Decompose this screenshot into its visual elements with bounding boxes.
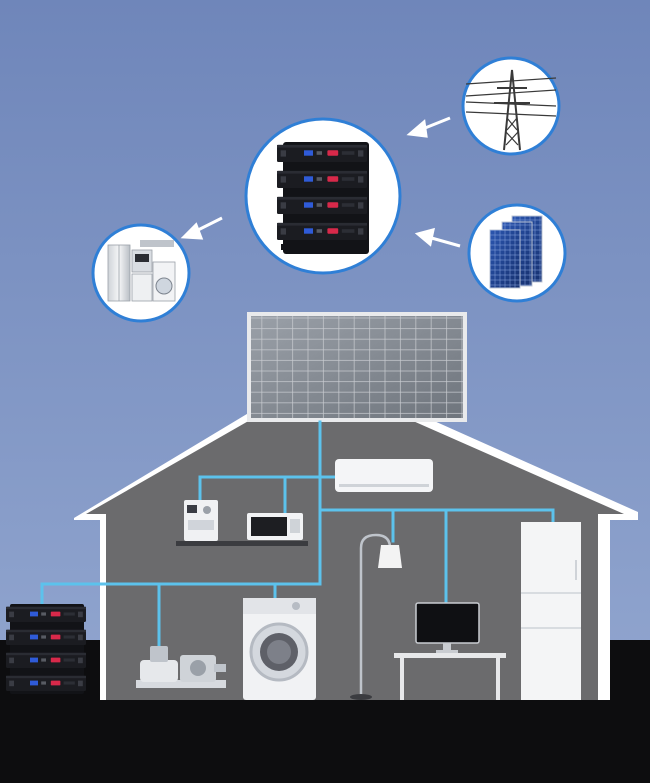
refrigerator-icon	[521, 522, 581, 700]
solar-panels-icon	[489, 215, 543, 289]
battery-stack-circle	[244, 117, 402, 275]
power-tower-circle	[461, 56, 561, 156]
air-conditioner-icon	[335, 459, 433, 492]
power-tower-icon	[465, 69, 557, 151]
roof-solar-panel	[247, 312, 467, 422]
arrow-battery-to-appliances	[180, 216, 223, 240]
solar-panels-circle	[467, 203, 567, 303]
monitor-icon	[415, 602, 480, 653]
battery-stack-icon	[277, 142, 369, 254]
water-pump-icon	[136, 646, 226, 688]
home-appliances-icon	[107, 240, 176, 302]
floor-lamp-icon	[350, 533, 402, 700]
washing-machine-icon	[243, 598, 316, 700]
home-appliances-circle	[91, 223, 191, 323]
outdoor-battery-stack-icon	[6, 604, 86, 694]
house	[0, 370, 650, 783]
microwave-icon	[247, 513, 303, 540]
coffee-machine-icon	[184, 500, 218, 541]
wiring	[40, 420, 555, 648]
desk-icon	[394, 653, 506, 700]
arrow-grid-to-battery	[406, 116, 451, 138]
kitchen-shelf	[176, 541, 308, 546]
arrow-solar-to-battery	[414, 227, 461, 248]
